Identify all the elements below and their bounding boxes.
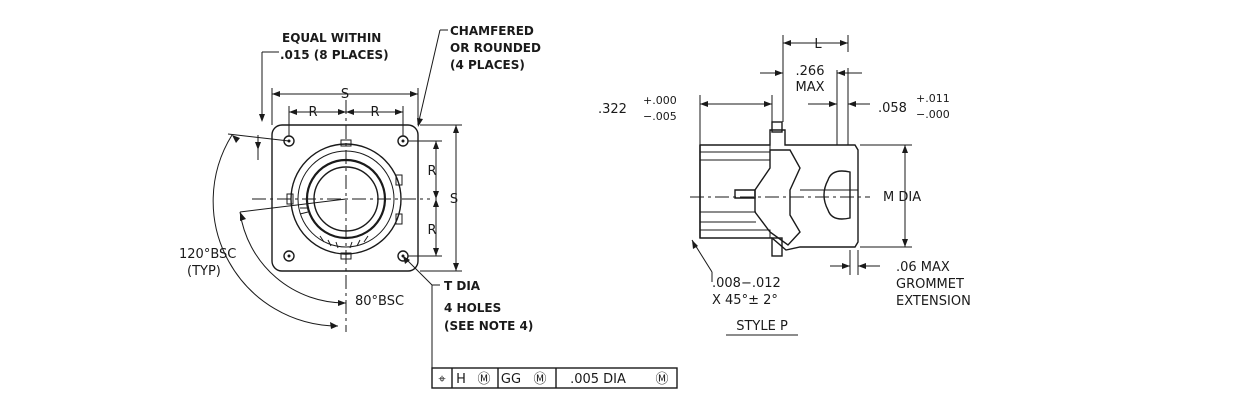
side-view: L .266 MAX .322 +.000 −.005 [598,35,971,336]
mounting-holes [283,135,409,262]
dim-322-tol-minus: −.005 [643,110,677,123]
holes-note: T DIA 4 HOLES (SEE NOTE 4) [402,255,533,377]
chamfered-note: CHAMFERED OR ROUNDED (4 PLACES) [417,24,541,127]
position-symbol: ⌖ [438,372,446,387]
chamfered-line3: (4 PLACES) [450,58,525,72]
frame-mmc-3: Ⓜ [655,372,668,387]
holes-line3: (SEE NOTE 4) [444,319,533,333]
angle-80: 80°BSC [239,211,404,309]
angle-120-line2: (TYP) [187,264,221,279]
style-p-text: STYLE P [736,319,788,334]
equal-within-line2: .015 (8 PLACES) [280,48,389,62]
chamfered-line2: OR ROUNDED [450,41,541,55]
dim-m-dia: M DIA [860,144,921,248]
grommet-line3: EXTENSION [896,294,971,309]
flange-outline [271,124,419,272]
dim-r-right-label: R [370,105,379,120]
dim-s-top: S [271,87,419,125]
dim-r-lower-label: R [427,223,436,238]
dim-r-vertical: R R [408,140,442,257]
dim-058-tol-plus: +.011 [916,92,950,105]
dim-058-value: .058 [878,101,907,116]
dim-266-max: MAX [795,80,824,95]
tolerance-frame: ⌖ H Ⓜ GG Ⓜ .005 DIA Ⓜ [431,367,678,389]
chamfer-line2: X 45°± 2° [712,293,778,308]
chamfer-note: .008−.012 X 45°± 2° [691,239,781,308]
front-view: S R R EQUAL WITHIN .015 (8 PLACES) [179,24,541,377]
grommet-line1: .06 MAX [896,260,950,275]
style-label: STYLE P [726,319,798,336]
holes-line2: 4 HOLES [444,301,501,315]
dim-r-upper-label: R [427,164,436,179]
grommet-line2: GROMMET [896,277,964,292]
equal-within-line1: EQUAL WITHIN [282,31,381,45]
dim-l-label: L [814,37,822,52]
angle-80-label: 80°BSC [355,294,404,309]
dim-s-side-label: S [450,192,458,207]
dim-322: .322 +.000 −.005 [598,94,773,145]
dim-r-horizontal: R R [288,105,404,136]
dim-322-value: .322 [598,102,627,117]
dim-s-top-label: S [341,87,349,102]
grommet-note: .06 MAX GROMMET EXTENSION [830,250,971,309]
holes-line1: T DIA [444,279,481,293]
dim-266: .266 MAX [760,64,862,95]
dim-s-side: S [420,124,462,272]
chamfered-line1: CHAMFERED [450,24,534,38]
dim-058: .058 +.011 −.000 [808,92,950,121]
frame-tolerance: .005 DIA [570,372,626,387]
dim-l: L [783,35,849,52]
dim-266-value: .266 [796,64,825,79]
dim-r-left-label: R [308,105,317,120]
frame-datum-h: H [456,372,466,387]
frame-datum-gg: GG [501,372,521,387]
angle-120-line1: 120°BSC [179,247,236,262]
m-dia-label: M DIA [883,190,921,205]
dim-058-tol-minus: −.000 [916,108,950,121]
equal-within-note: EQUAL WITHIN .015 (8 PLACES) [255,31,389,160]
chamfer-line1: .008−.012 [712,276,781,291]
dim-322-tol-plus: +.000 [643,94,677,107]
frame-mmc-2: Ⓜ [533,372,546,387]
frame-mmc-1: Ⓜ [477,372,490,387]
angle-120: 120°BSC (TYP) [179,133,339,329]
